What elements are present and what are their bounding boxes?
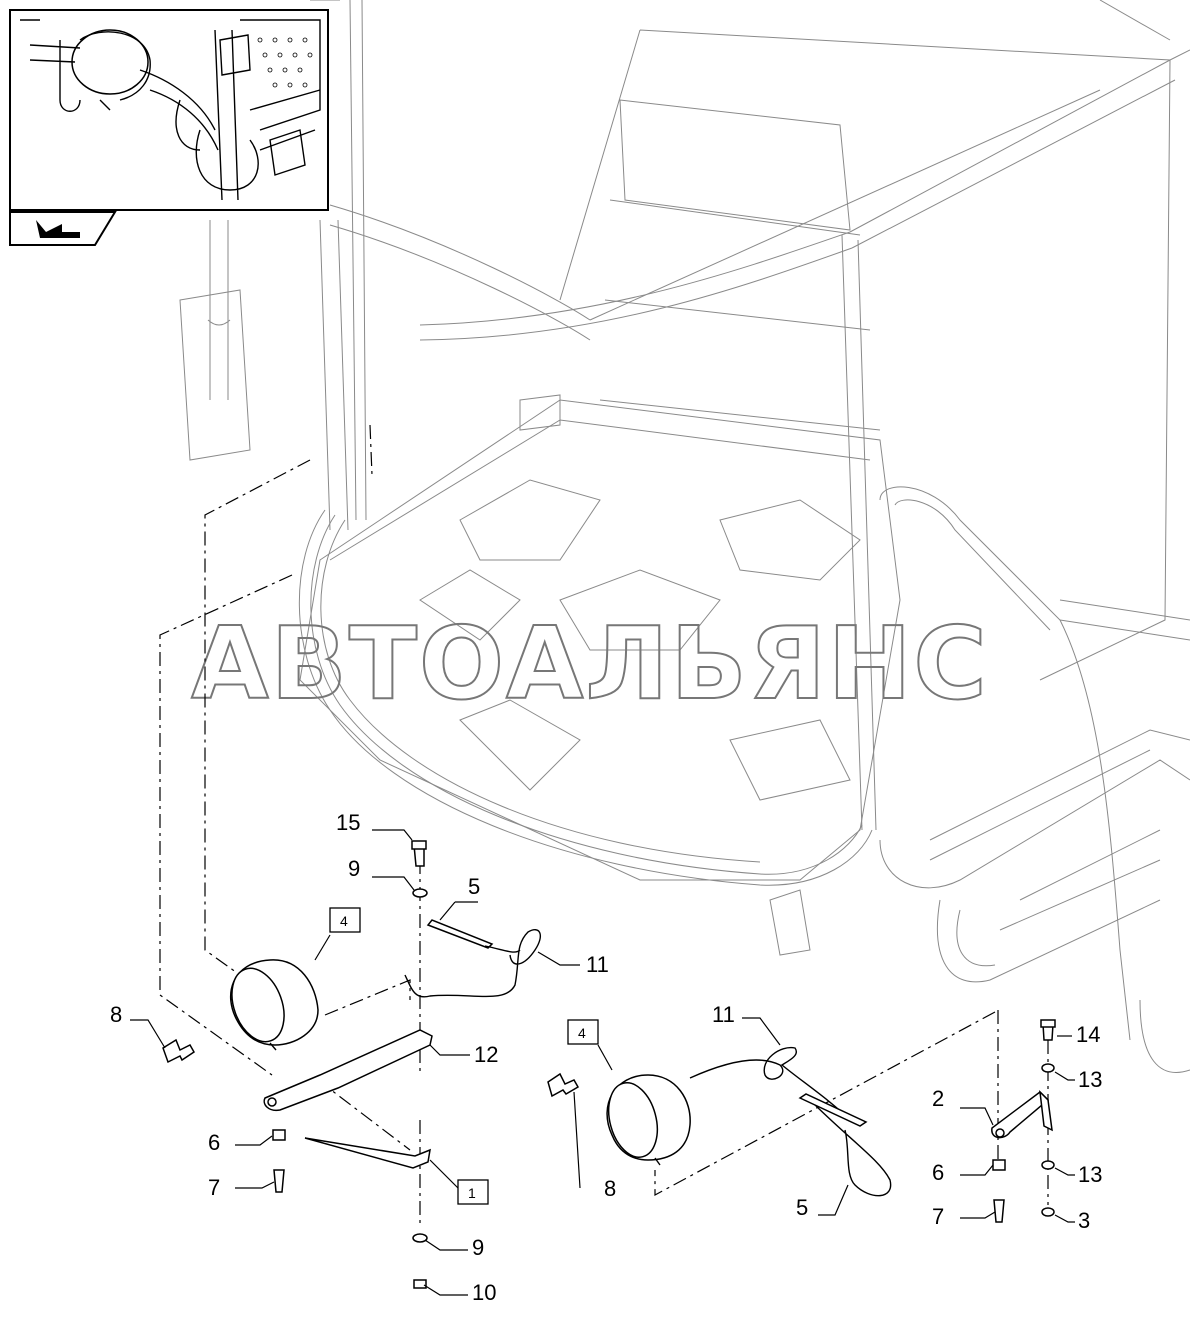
callout-9-lower: 9 xyxy=(472,1235,484,1260)
callout-5-left: 5 xyxy=(468,874,480,899)
callout-11-right: 11 xyxy=(712,1002,735,1027)
right-connector xyxy=(798,1093,868,1127)
arrow-step-icon[interactable] xyxy=(9,211,117,246)
callout-3: 3 xyxy=(1078,1208,1090,1233)
callout-13-lower: 13 xyxy=(1078,1162,1102,1187)
callout-9-upper: 9 xyxy=(348,856,360,881)
callout-10: 10 xyxy=(472,1280,496,1305)
callout-4-left: 4 xyxy=(340,913,348,929)
callout-14: 14 xyxy=(1076,1022,1100,1047)
left-wire-harness xyxy=(404,929,542,998)
callout-box-1 xyxy=(457,1179,489,1205)
callout-6-left: 6 xyxy=(208,1130,220,1155)
right-lamp-assembly xyxy=(547,1019,1056,1223)
callout-12: 12 xyxy=(474,1042,498,1067)
callout-box-4-right xyxy=(567,1019,599,1045)
callout-box-4-left xyxy=(329,907,361,933)
left-lower-bracket xyxy=(304,1137,431,1169)
callout-2: 2 xyxy=(932,1086,944,1111)
left-lamp-assembly xyxy=(162,840,542,1289)
callout-8-right: 8 xyxy=(604,1176,616,1201)
callout-11-left: 11 xyxy=(586,952,609,977)
callout-15: 15 xyxy=(336,810,360,835)
callout-5-right: 5 xyxy=(796,1195,808,1220)
callout-8-left: 8 xyxy=(110,1002,122,1027)
callout-1: 1 xyxy=(468,1185,476,1201)
callout-4-right: 4 xyxy=(578,1025,586,1041)
callout-7-right: 7 xyxy=(932,1204,944,1229)
callout-13-upper: 13 xyxy=(1078,1067,1102,1092)
right-wire-harness xyxy=(689,1046,851,1121)
cab-frame-background xyxy=(179,0,1190,1073)
callout-6-right: 6 xyxy=(932,1160,944,1185)
left-connector xyxy=(426,919,494,949)
callout-labels: 15 9 5 11 4 8 12 6 7 1 9 10 11 4 8 5 14 … xyxy=(110,810,1102,1305)
leader-lines xyxy=(130,829,1075,1296)
inset-detail-view xyxy=(9,9,329,211)
left-bracket xyxy=(263,1029,433,1112)
watermark-text: АВТОАЛЬЯНС xyxy=(191,605,989,722)
callout-7-left: 7 xyxy=(208,1175,220,1200)
